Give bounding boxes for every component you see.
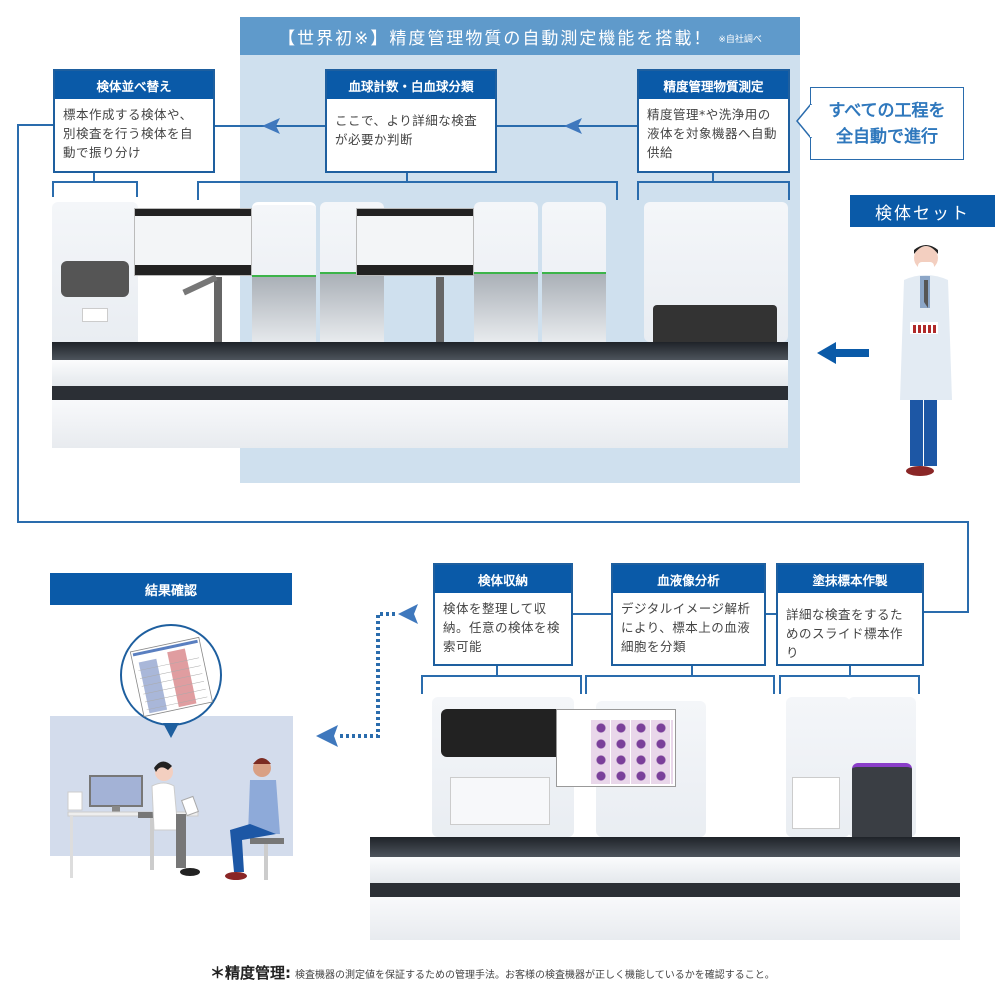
sample-input-arrow-icon [817, 342, 836, 364]
step-title: 精度管理物質測定 [639, 71, 788, 99]
footnote-term: ＊精度管理: [210, 964, 291, 982]
smear-unit [786, 697, 850, 837]
top-analyzer-line [52, 202, 788, 448]
step-description: 検体を整理して収納。任意の検体を検索可能 [443, 601, 561, 654]
step-description: ここで、より詳細な検査が必要か判断 [335, 113, 478, 147]
connector-storage-result [340, 612, 395, 738]
step-sample-storage: 検体収納 検体を整理して収納。任意の検体を検索可能 [433, 563, 573, 666]
monitor-screen [356, 208, 474, 276]
step-qc-measure: 精度管理物質測定 精度管理*や洗浄用の液体を対象機器へ自動供給 [637, 69, 790, 173]
bracket-storage [421, 675, 582, 694]
monitor-screen [134, 208, 252, 276]
step-description: 詳細な検査をするためのスライド標本作り [786, 607, 904, 660]
bracket-sort [52, 181, 138, 197]
step-description: 精度管理*や洗浄用の液体を対象機器へ自動供給 [647, 107, 778, 160]
step-blood-count: 血球計数・白血球分類 ここで、より詳細な検査が必要か判断 [325, 69, 497, 173]
callout-line-1: すべての工程を [828, 100, 946, 121]
qc-unit [644, 202, 788, 342]
conveyor-rail [370, 837, 960, 857]
lab-technician-figure [900, 245, 952, 476]
analyzer-module [542, 202, 606, 342]
analyzer-module [252, 202, 316, 345]
step-title: 塗抹標本作製 [778, 565, 922, 593]
arrow-left-icon [262, 118, 280, 134]
bracket-image [585, 675, 775, 694]
step-description: デジタルイメージ解析により、標本上の血液細胞を分類 [621, 601, 751, 654]
arrow-left-icon [316, 725, 338, 747]
step-sample-sort: 検体並べ替え 標本作成する検体や、別検査を行う検体を自動で振り分け [53, 69, 215, 173]
footnote-text: 検査機器の測定値を保証するための管理手法。お客様の検査機器が正しく機能しているか… [295, 970, 775, 981]
step-smear-preparation: 塗抹標本作製 詳細な検査をするためのスライド標本作り [776, 563, 924, 666]
stainer-unit [848, 697, 916, 837]
headline-title: 【世界初※】精度管理物質の自動測定機能を搭載！ [278, 28, 713, 49]
step-title: 検体収納 [435, 565, 571, 593]
bracket-smear [779, 675, 920, 694]
callout-pointer [796, 104, 812, 138]
bottom-analyzer-line [370, 697, 960, 940]
step-title: 検体並べ替え [55, 71, 213, 99]
step-title: 血液像分析 [613, 565, 764, 593]
connector-sort-loop [17, 124, 969, 613]
bracket-cbc [197, 181, 618, 200]
sample-set-label: 検体セット [850, 195, 995, 227]
sample-set-text: 検体セット [875, 203, 970, 224]
cell-image-screen [556, 709, 676, 787]
step-title: 血球計数・白血球分類 [327, 71, 495, 99]
conveyor-rail [52, 342, 788, 360]
step-description: 標本作成する検体や、別検査を行う検体を自動で振り分け [63, 107, 194, 160]
headline-note: ※自社調べ [718, 34, 762, 45]
sorter-unit [52, 202, 138, 342]
result-check-label: 結果確認 [50, 573, 292, 605]
step-blood-image-analysis: 血液像分析 デジタルイメージ解析により、標本上の血液細胞を分類 [611, 563, 766, 666]
arrow-left-icon [398, 604, 418, 624]
analyzer-module [474, 202, 538, 342]
headline-banner: 【世界初※】精度管理物質の自動測定機能を搭載！ ※自社調べ [240, 17, 800, 55]
result-check-text: 結果確認 [144, 583, 197, 599]
storage-unit [432, 697, 574, 837]
auto-process-callout: すべての工程を 全自動で進行 [810, 87, 964, 160]
callout-line-2: 全自動で進行 [835, 126, 938, 147]
arrow-left-icon [564, 118, 582, 134]
consultation-illustration [67, 624, 284, 880]
footnote: ＊精度管理: 検査機器の測定値を保証するための管理手法。お客様の検査機器が正しく機… [210, 962, 775, 983]
bracket-qc [637, 181, 790, 200]
